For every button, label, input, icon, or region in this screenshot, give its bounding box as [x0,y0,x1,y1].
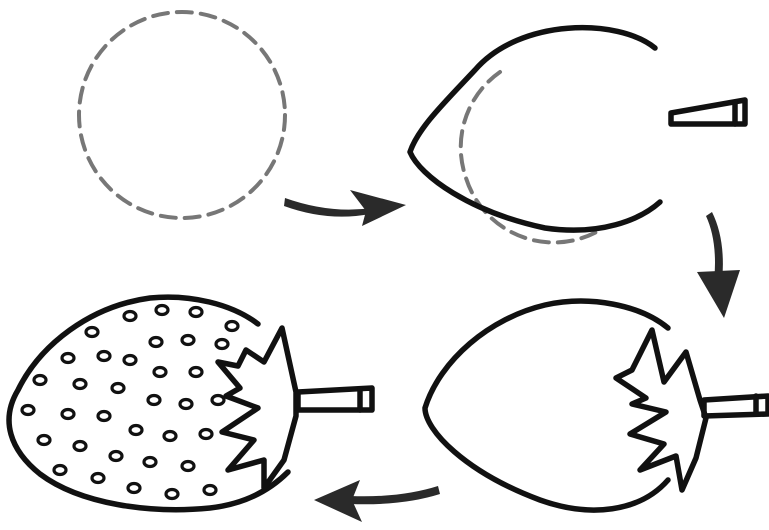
arrow-head [697,270,740,318]
seed [54,466,66,475]
seed [148,396,160,405]
leaf-cluster [616,330,706,490]
seed [62,410,74,419]
seed [150,338,162,347]
seed [190,308,202,317]
seed [164,432,176,441]
seed [112,384,124,393]
seed [130,426,142,435]
seed [190,368,202,377]
arrow-shaft [350,486,440,504]
step-4-finished-strawberry [9,297,372,510]
body-outline [410,28,660,230]
seed [86,328,98,337]
step-3-outline-with-leaves [425,301,768,510]
step-1-circle-guide [79,12,285,218]
dashed-circle-remainder [461,72,600,242]
seed [166,490,178,499]
seed [180,400,192,409]
step-2-outline [410,28,745,243]
seed [216,340,228,349]
seed [128,484,140,493]
seed [212,396,224,405]
seed [98,352,110,361]
seed [92,474,104,483]
seed [74,442,86,451]
arrow-step1-to-step2 [284,190,406,226]
seed [144,458,156,467]
seed [110,452,122,461]
seed [98,412,110,421]
seed [62,354,74,363]
leaf-cluster [218,328,296,488]
seed [154,368,166,377]
arrow-step3-to-step4 [314,480,440,522]
seed [38,436,50,445]
seed [200,430,212,439]
seed [22,406,34,415]
seed [156,306,168,315]
seed [226,322,238,331]
arrow-step2-to-step3 [697,212,740,318]
seed [124,356,136,365]
seed [34,376,46,385]
seed [182,336,194,345]
seed [74,380,86,389]
arrow-head [350,190,406,226]
seed [124,312,136,321]
dashed-circle [79,12,285,218]
seed [182,462,194,471]
seeds [22,306,238,499]
seed [204,486,216,495]
